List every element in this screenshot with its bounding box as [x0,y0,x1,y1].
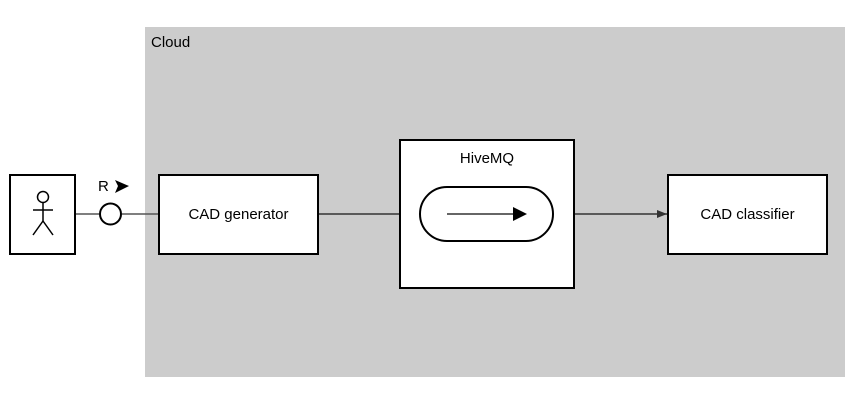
cad-classifier-box[interactable]: CAD classifier [667,174,828,255]
triangle-right-icon [115,180,129,193]
interface-label: R [98,178,109,195]
actor-node[interactable] [9,174,76,255]
cad-generator-label: CAD generator [188,206,289,223]
provided-interface-circle-icon [99,202,122,226]
hivemq-broker-box[interactable]: HiveMQ [399,139,575,289]
cad-generator-box[interactable]: CAD generator [158,174,319,255]
cad-classifier-label: CAD classifier [700,206,795,223]
stick-figure-icon [31,190,54,235]
cloud-label: Cloud [151,34,191,51]
hivemq-label: HiveMQ [459,150,515,167]
